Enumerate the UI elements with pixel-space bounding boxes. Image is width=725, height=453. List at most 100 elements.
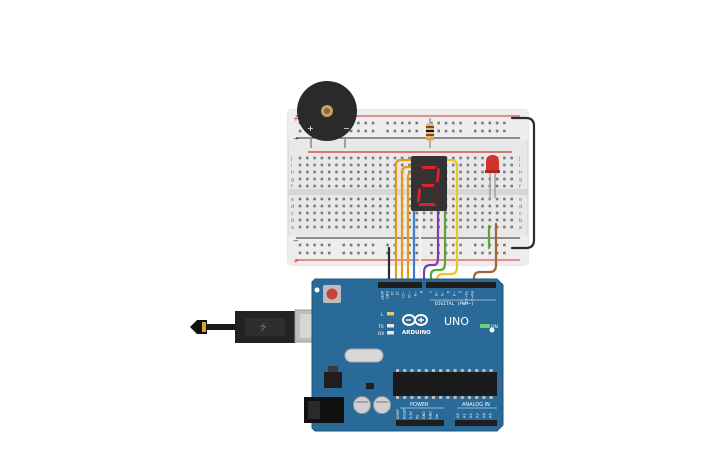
breadboard-hole[interactable]: [481, 170, 484, 174]
breadboard-hole[interactable]: [473, 211, 477, 215]
breadboard-hole[interactable]: [503, 197, 506, 201]
breadboard-hole[interactable]: [364, 204, 367, 208]
breadboard-hole[interactable]: [503, 225, 506, 229]
breadboard-hole[interactable]: [386, 197, 389, 201]
breadboard-hole[interactable]: [335, 163, 338, 167]
breadboard-hole[interactable]: [466, 170, 470, 174]
rail-hole[interactable]: [298, 243, 302, 247]
rail-hole[interactable]: [364, 121, 367, 125]
breadboard-hole[interactable]: [335, 218, 338, 222]
breadboard-hole[interactable]: [364, 163, 367, 167]
breadboard-hole[interactable]: [342, 156, 346, 160]
breadboard-hole[interactable]: [459, 218, 462, 222]
breadboard-hole[interactable]: [466, 156, 470, 160]
breadboard-hole[interactable]: [349, 204, 353, 208]
breadboard-hole[interactable]: [386, 170, 389, 174]
breadboard-hole[interactable]: [320, 184, 324, 188]
breadboard-hole[interactable]: [327, 184, 331, 188]
rail-hole[interactable]: [459, 121, 462, 125]
breadboard-hole[interactable]: [481, 218, 484, 222]
breadboard-hole[interactable]: [357, 225, 360, 229]
breadboard-hole[interactable]: [379, 177, 382, 181]
breadboard-hole[interactable]: [422, 225, 426, 229]
breadboard-hole[interactable]: [510, 197, 513, 201]
rail-hole[interactable]: [437, 121, 440, 125]
breadboard-hole[interactable]: [379, 225, 382, 229]
breadboard-hole[interactable]: [466, 197, 470, 201]
breadboard-hole[interactable]: [327, 218, 331, 222]
breadboard-hole[interactable]: [371, 177, 375, 181]
rail-hole[interactable]: [488, 129, 492, 133]
breadboard-hole[interactable]: [408, 211, 411, 215]
breadboard-hole[interactable]: [335, 170, 338, 174]
breadboard-hole[interactable]: [364, 218, 367, 222]
breadboard-hole[interactable]: [452, 170, 455, 174]
breadboard-hole[interactable]: [488, 204, 492, 208]
breadboard-hole[interactable]: [408, 218, 411, 222]
rail-hole[interactable]: [357, 243, 360, 247]
rail-hole[interactable]: [386, 251, 389, 255]
breadboard-hole[interactable]: [320, 204, 324, 208]
breadboard-hole[interactable]: [473, 225, 477, 229]
breadboard-hole[interactable]: [335, 204, 338, 208]
breadboard-hole[interactable]: [298, 184, 302, 188]
breadboard-hole[interactable]: [320, 218, 324, 222]
rail-hole[interactable]: [342, 251, 346, 255]
breadboard-hole[interactable]: [313, 184, 316, 188]
rail-hole[interactable]: [452, 243, 455, 247]
resistor[interactable]: [426, 118, 434, 148]
breadboard-hole[interactable]: [298, 204, 302, 208]
breadboard-hole[interactable]: [298, 211, 302, 215]
breadboard-hole[interactable]: [364, 170, 367, 174]
breadboard-hole[interactable]: [459, 177, 462, 181]
breadboard-hole[interactable]: [400, 156, 404, 160]
breadboard-hole[interactable]: [481, 204, 484, 208]
rail-hole[interactable]: [503, 251, 506, 255]
rail-hole[interactable]: [371, 121, 375, 125]
breadboard-hole[interactable]: [364, 177, 367, 181]
rail-hole[interactable]: [495, 129, 499, 133]
breadboard-hole[interactable]: [452, 218, 455, 222]
breadboard-hole[interactable]: [430, 211, 433, 215]
breadboard-hole[interactable]: [371, 218, 375, 222]
breadboard-hole[interactable]: [335, 211, 338, 215]
breadboard-hole[interactable]: [422, 211, 426, 215]
breadboard-hole[interactable]: [357, 177, 360, 181]
breadboard-hole[interactable]: [459, 211, 462, 215]
breadboard-hole[interactable]: [342, 170, 346, 174]
breadboard-hole[interactable]: [342, 177, 346, 181]
rail-hole[interactable]: [503, 121, 506, 125]
breadboard-hole[interactable]: [298, 156, 302, 160]
breadboard-hole[interactable]: [408, 156, 411, 160]
breadboard-hole[interactable]: [386, 218, 389, 222]
breadboard-hole[interactable]: [495, 184, 499, 188]
breadboard-hole[interactable]: [379, 197, 382, 201]
rail-hole[interactable]: [481, 121, 484, 125]
rail-hole[interactable]: [306, 243, 309, 247]
breadboard-hole[interactable]: [473, 156, 477, 160]
breadboard-hole[interactable]: [313, 177, 316, 181]
breadboard-hole[interactable]: [349, 197, 353, 201]
rail-hole[interactable]: [386, 129, 389, 133]
breadboard-hole[interactable]: [466, 211, 470, 215]
rail-hole[interactable]: [306, 251, 309, 255]
breadboard-hole[interactable]: [313, 204, 316, 208]
breadboard-hole[interactable]: [306, 163, 309, 167]
rail-hole[interactable]: [342, 243, 346, 247]
breadboard-hole[interactable]: [327, 163, 331, 167]
breadboard-hole[interactable]: [342, 225, 346, 229]
breadboard-hole[interactable]: [415, 218, 419, 222]
breadboard-hole[interactable]: [510, 156, 513, 160]
breadboard-hole[interactable]: [386, 211, 389, 215]
rail-hole[interactable]: [459, 129, 462, 133]
breadboard-hole[interactable]: [510, 177, 513, 181]
breadboard-hole[interactable]: [357, 197, 360, 201]
rail-hole[interactable]: [313, 243, 316, 247]
breadboard-hole[interactable]: [510, 163, 513, 167]
rail-hole[interactable]: [415, 121, 419, 125]
rail-hole[interactable]: [452, 129, 455, 133]
breadboard-hole[interactable]: [371, 184, 375, 188]
rail-hole[interactable]: [473, 121, 477, 125]
breadboard-hole[interactable]: [306, 211, 309, 215]
breadboard-hole[interactable]: [503, 170, 506, 174]
